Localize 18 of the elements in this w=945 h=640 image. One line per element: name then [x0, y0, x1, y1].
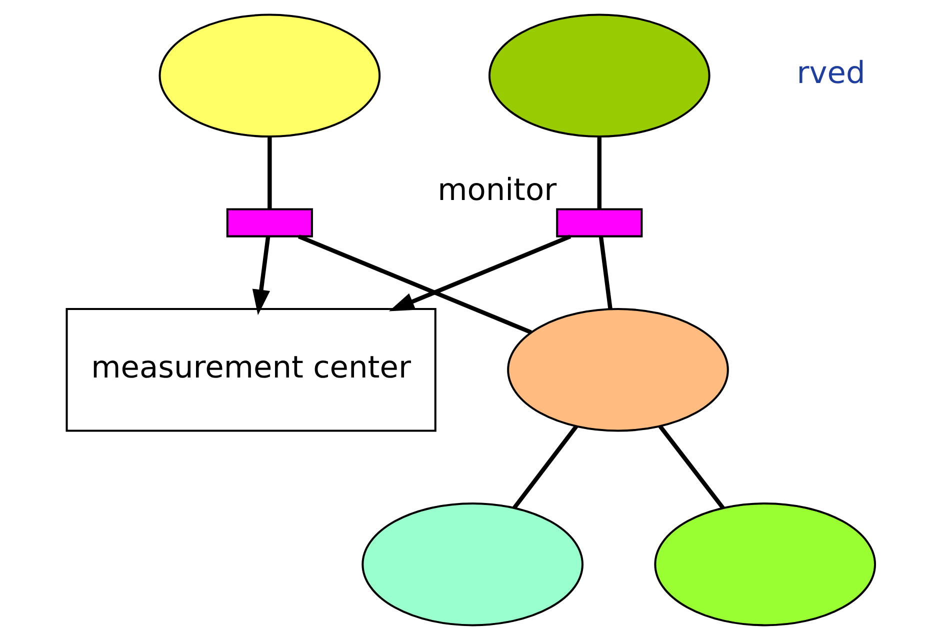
connector [267, 136, 272, 209]
connector [596, 136, 601, 209]
connector [512, 425, 578, 510]
node-bar [226, 208, 312, 238]
connector [297, 234, 532, 334]
arrow [252, 236, 270, 316]
node-cloud [158, 14, 380, 138]
node-cloud [361, 502, 583, 626]
node-box: measurement center [65, 308, 436, 432]
node-cloud [506, 308, 728, 432]
arrow [388, 234, 571, 312]
connector [598, 236, 612, 310]
node-label: monitor [437, 172, 556, 208]
node-cloud [488, 14, 710, 138]
node-cloud [654, 502, 876, 626]
node-bar [556, 208, 642, 238]
connector [658, 425, 724, 510]
label: rved [796, 56, 865, 92]
